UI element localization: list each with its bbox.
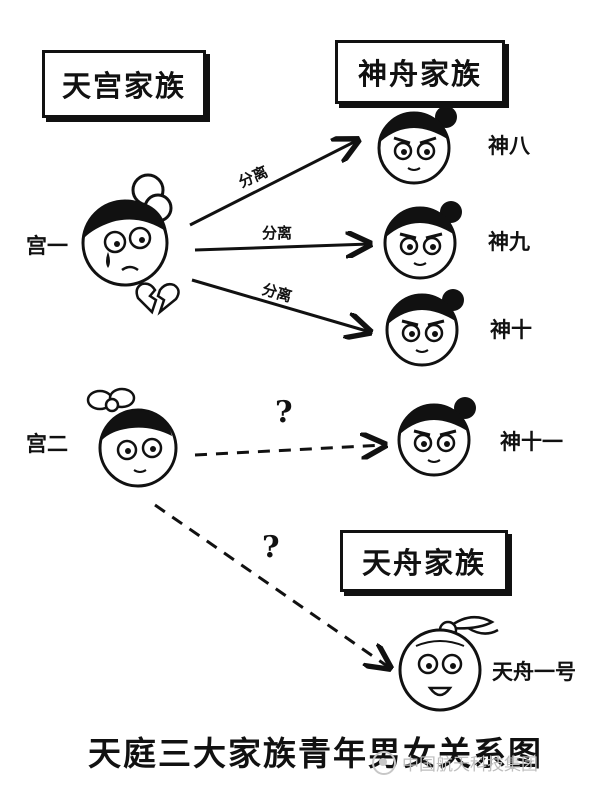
- arrow-gong1-shen9: [194, 244, 370, 250]
- family-title-tianzhou: 天舟家族: [340, 530, 508, 592]
- watermark: 中国航天科技集团: [372, 750, 538, 775]
- broken-heart-icon: [135, 282, 180, 316]
- node-label-shen11: 神十一: [500, 430, 563, 454]
- watermark-text: 中国航天科技集团: [402, 755, 538, 775]
- edge-label-separation-2: 分离: [262, 224, 293, 242]
- node-label-gong2: 宫二: [26, 432, 68, 456]
- node-label-tianzhou1: 天舟一号: [492, 660, 576, 684]
- shen9-face-icon: [383, 201, 462, 280]
- node-label-shen8: 神八: [488, 134, 530, 158]
- tianzhou1-face-icon: [398, 615, 499, 712]
- arrow-gong1-shen8: [189, 140, 358, 227]
- diagram-caption: 天庭三大家族青年男女关系图: [88, 734, 543, 773]
- family-title-tiangong: 天宫家族: [42, 50, 206, 118]
- shen8-face-icon: [377, 106, 457, 185]
- arrow-gong2-shen11: [194, 445, 385, 455]
- edge-label-question-1: ?: [275, 395, 293, 430]
- node-label-gong1: 宫一: [26, 234, 68, 258]
- family-title-shenzhou: 神舟家族: [335, 40, 505, 104]
- arrow-gong2-tianzhou1: [154, 503, 390, 668]
- wechat-logo-icon: [372, 750, 396, 775]
- node-label-shen9: 神九: [488, 230, 530, 254]
- shen11-face-icon: [397, 397, 476, 477]
- arrow-gong1-shen10: [191, 278, 370, 332]
- gong2-face-icon: [86, 387, 178, 488]
- shen10-face-icon: [385, 289, 464, 367]
- edge-label-question-2: ?: [262, 530, 280, 565]
- gong1-face-icon: [81, 173, 173, 287]
- node-label-shen10: 神十: [490, 318, 532, 342]
